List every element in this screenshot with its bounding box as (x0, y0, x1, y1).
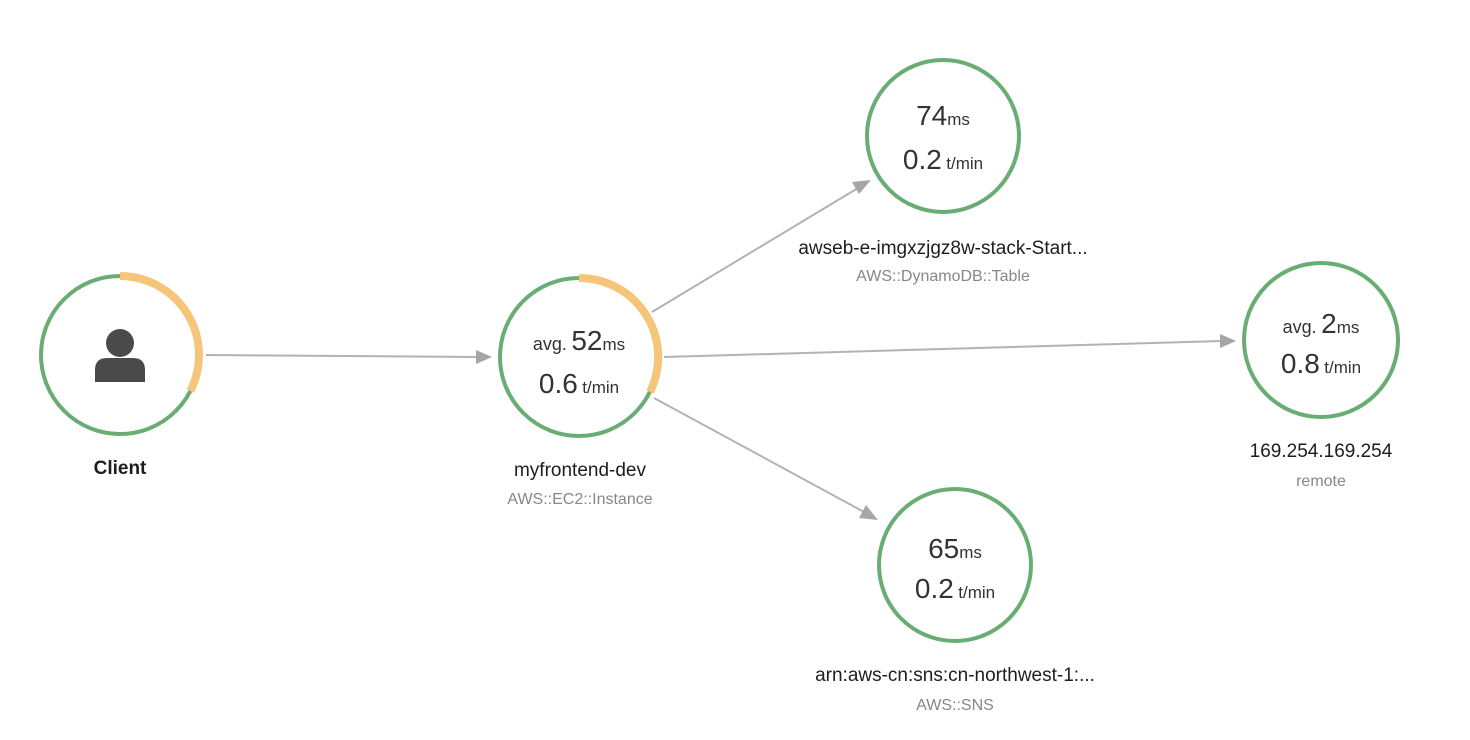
latency-value: 74 (916, 100, 948, 131)
remote-node-ring[interactable] (1242, 261, 1400, 419)
sns-type: AWS::SNS (916, 697, 994, 714)
frontend-type: AWS::EC2::Instance (507, 491, 653, 508)
frontend-latency: avg. 52ms (499, 325, 659, 357)
throughput-unit: t/min (582, 378, 620, 397)
latency-value: 2 (1321, 308, 1337, 339)
frontend-name[interactable]: myfrontend-dev (513, 460, 646, 481)
throughput-unit: t/min (946, 154, 984, 173)
throughput-value: 0.6 (538, 368, 578, 399)
latency-unit: ms (947, 110, 970, 129)
client-name: Client (93, 458, 147, 479)
remote-type: remote (1296, 473, 1346, 490)
throughput-unit: t/min (1324, 358, 1362, 377)
arrowhead (476, 350, 492, 364)
throughput-value: 0.8 (1280, 348, 1320, 379)
throughput-value: 0.2 (914, 573, 954, 604)
dynamodb-node-ring[interactable] (865, 58, 1021, 214)
remote-latency: avg. 2ms (1241, 308, 1401, 340)
arrowhead (1220, 334, 1236, 348)
sns-label-group: arn:aws-cn:sns:cn-northwest-1:... AWS::S… (785, 665, 1125, 715)
latency-unit: ms (959, 543, 982, 562)
edge-frontend-to-remote[interactable] (663, 334, 1236, 358)
latency-unit: ms (1336, 318, 1360, 337)
error-arc (578, 273, 663, 394)
remote-throughput: 0.8 t/min (1241, 348, 1401, 380)
dynamodb-name[interactable]: awseb-e-imgxzjgz8w-stack-Start... (798, 238, 1088, 259)
arrowhead (859, 505, 878, 520)
latency-value: 65 (928, 533, 960, 564)
dynamodb-label-group: awseb-e-imgxzjgz8w-stack-Start... AWS::D… (773, 238, 1113, 286)
remote-label-group: 169.254.169.254 remote (1221, 441, 1421, 491)
dynamodb-latency: 74ms (863, 100, 1023, 132)
avg-prefix: avg. (532, 334, 567, 354)
frontend-node-ring[interactable] (498, 273, 663, 438)
edge-client-to-frontend[interactable] (205, 350, 492, 364)
throughput-unit: t/min (958, 583, 996, 602)
sns-node-ring[interactable] (877, 487, 1033, 643)
frontend-throughput: 0.6 t/min (499, 368, 659, 400)
sns-name[interactable]: arn:aws-cn:sns:cn-northwest-1:... (815, 665, 1095, 686)
error-arc (119, 272, 203, 393)
client-label-group: Client (40, 458, 200, 480)
edge-frontend-to-sns[interactable] (653, 397, 878, 520)
dynamodb-type: AWS::DynamoDB::Table (856, 268, 1030, 285)
arrowhead (852, 180, 871, 194)
remote-name[interactable]: 169.254.169.254 (1249, 441, 1393, 462)
sns-throughput: 0.2 t/min (875, 573, 1035, 605)
dynamodb-throughput: 0.2 t/min (863, 144, 1023, 176)
frontend-label-group: myfrontend-dev AWS::EC2::Instance (460, 460, 700, 509)
avg-prefix: avg. (1282, 317, 1317, 337)
sns-latency: 65ms (875, 533, 1035, 565)
latency-unit: ms (602, 335, 626, 354)
user-icon (93, 328, 147, 389)
throughput-value: 0.2 (902, 144, 942, 175)
latency-value: 52 (571, 325, 603, 356)
edge-frontend-to-dynamodb[interactable] (651, 180, 871, 313)
